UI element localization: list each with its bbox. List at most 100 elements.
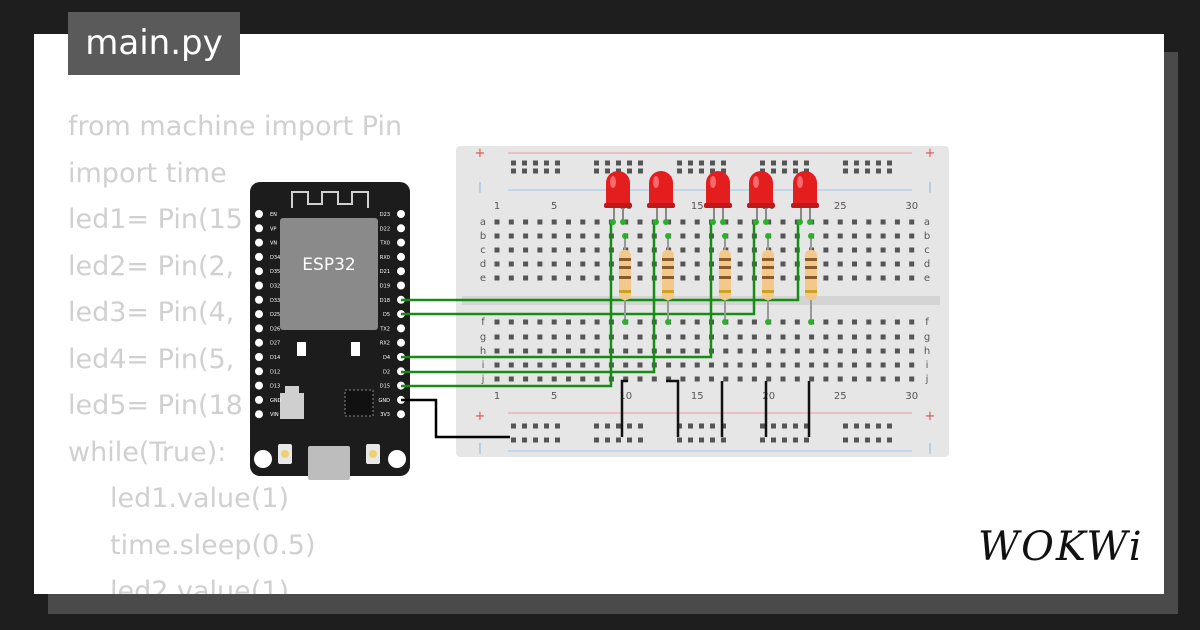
rail-plus-label: + [475, 146, 486, 161]
rail-hole [638, 160, 643, 166]
breadboard-hole [909, 261, 915, 267]
breadboard-hole [866, 319, 872, 325]
breadboard-hole [537, 376, 543, 382]
rail-hole [533, 437, 538, 443]
breadboard-hole [637, 334, 643, 340]
breadboard-hole [523, 247, 529, 253]
breadboard-hole [494, 334, 500, 340]
rail-hole [605, 423, 610, 429]
rail-hole [804, 437, 809, 443]
breadboard-hole [880, 275, 886, 281]
mount-hole [388, 450, 406, 468]
rail-hole [887, 160, 892, 166]
pin-label-right: 3V3 [380, 412, 390, 418]
breadboard-hole [794, 334, 800, 340]
pin-right [397, 210, 405, 218]
led-highlight [797, 176, 803, 188]
resistor-band [719, 290, 731, 293]
ground-jumper [666, 379, 680, 437]
rail-hole [638, 168, 643, 174]
rail-hole [627, 423, 632, 429]
connection-dot [763, 219, 769, 225]
breadboard-hole [594, 261, 600, 267]
breadboard-hole [523, 275, 529, 281]
rail-hole [522, 423, 527, 429]
rail-minus-label: | [928, 180, 932, 193]
rail-hole [638, 437, 643, 443]
signal-wire [401, 222, 756, 316]
breadboard-hole [566, 247, 571, 253]
rail-hole [710, 168, 715, 174]
resistor-band [762, 258, 774, 261]
code-line: led3= Pin(4, [68, 297, 235, 328]
row-letter: a [480, 217, 486, 228]
breadboard-hole [623, 362, 629, 368]
rail-hole [555, 423, 560, 429]
breadboard-hole [551, 376, 557, 382]
row-letter: f [481, 317, 485, 328]
breadboard-hole [780, 362, 786, 368]
breadboard-hole [637, 275, 643, 281]
breadboard-hole [794, 319, 800, 325]
pin-label-right: GND [379, 398, 391, 404]
rail-hole [627, 168, 632, 174]
breadboard-hole [823, 219, 829, 225]
rail-hole [555, 160, 560, 166]
breadboard-hole [894, 233, 900, 239]
pin-label-left: GND [270, 398, 282, 404]
resistor-band [762, 266, 774, 269]
breadboard-hole [809, 334, 815, 340]
breadboard-hole [894, 348, 900, 354]
pin-left [255, 281, 263, 290]
breadboard-hole [909, 247, 915, 253]
rail-hole [605, 437, 610, 443]
breadboard-hole [494, 319, 500, 325]
resistor-band [805, 290, 817, 293]
code-line: led2= Pin(2, [68, 250, 235, 282]
rail-hole [522, 160, 527, 166]
rail-hole [887, 437, 892, 443]
rail-hole [677, 437, 682, 443]
pin-right [397, 410, 405, 419]
resistor-body [762, 250, 774, 300]
breadboard-hole [680, 319, 686, 325]
connection-dot [765, 319, 771, 325]
pin-label-right: D23 [380, 212, 390, 218]
rail-minus-label: | [928, 441, 932, 454]
row-letter: h [480, 346, 486, 357]
rail-hole [522, 437, 527, 443]
breadboard-hole [580, 319, 586, 325]
breadboard-hole [723, 348, 729, 354]
breadboard-hole [909, 319, 915, 325]
breadboard-hole [880, 348, 886, 354]
breadboard-hole [594, 334, 600, 340]
rail-hole [804, 160, 809, 166]
rail-hole [555, 168, 560, 174]
breadboard-hole [537, 233, 543, 239]
breadboard-hole [637, 233, 643, 239]
breadboard-hole [823, 247, 829, 253]
breadboard-hole [894, 247, 900, 253]
breadboard-hole [637, 247, 643, 253]
breadboard-hole [680, 247, 686, 253]
breadboard-hole [594, 233, 600, 239]
row-letter: d [924, 259, 930, 270]
row-letter: j [925, 374, 929, 385]
breadboard-hole [837, 219, 843, 225]
breadboard-hole [823, 233, 829, 239]
rail-hole [721, 423, 726, 429]
breadboard-hole [666, 348, 672, 354]
resistor-band [719, 266, 731, 269]
rail-hole [865, 437, 870, 443]
resistor-band [719, 258, 731, 261]
pin-left [255, 210, 263, 218]
pin-left [255, 267, 263, 276]
connection-dot [722, 233, 728, 239]
breadboard-hole [852, 319, 857, 325]
pin-label-right: D15 [380, 384, 390, 390]
rail-hole [865, 423, 870, 429]
rail-hole [782, 437, 787, 443]
breadboard-hole [809, 362, 815, 368]
breadboard-hole [909, 376, 915, 382]
breadboard-hole [766, 376, 772, 382]
